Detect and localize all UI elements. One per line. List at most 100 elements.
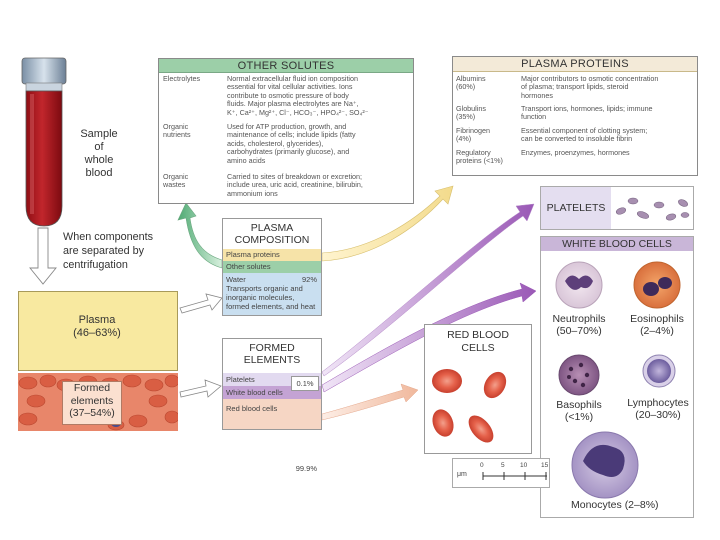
protein-desc: Major contributors to osmotic concentrat…	[521, 74, 697, 100]
arrow-to-platelets	[321, 203, 535, 377]
row-label: Plasma proteins	[226, 250, 280, 259]
centrifuge-caption-line: When components	[63, 231, 154, 243]
plasma-layer-label: Plasma (46–63%)	[57, 314, 137, 340]
plasma-proteins-box: PLASMA PROTEINS Albumins (60%) Major con…	[452, 56, 698, 176]
plasma-proteins-title: PLASMA PROTEINS	[453, 57, 697, 72]
label-line: Electrolytes	[163, 74, 201, 83]
desc-line: maintenance of cells; include lipids (fa…	[227, 130, 356, 140]
wbc-caption-neutrophils: Neutrophils(50–70%)	[547, 313, 611, 337]
arrow-to-wbc	[321, 282, 537, 393]
desc-line: hormones	[521, 90, 553, 100]
desc-line: Major contributors to osmotic concentrat…	[521, 74, 659, 83]
title-line: ELEMENTS	[243, 354, 301, 366]
red-blood-cells-box: RED BLOOD CELLS	[424, 324, 532, 454]
blood-tube-illustration	[21, 57, 67, 227]
protein-label: Regulatory proteins (<1%)	[456, 148, 520, 166]
tube-caption-line: blood	[85, 167, 113, 179]
plasma-layer: Plasma (46–63%)	[18, 291, 178, 371]
platelets-box: PLATELETS	[540, 186, 694, 230]
title-line: COMPOSITION	[234, 234, 310, 246]
protein-desc: Essential component of clotting system; …	[521, 126, 697, 144]
formed-layer-name: Formed	[73, 382, 111, 394]
desc-line: Enzymes, proenzymes, hormones	[521, 148, 630, 157]
centrifuge-caption: When components are separated by centrif…	[63, 230, 153, 272]
other-solutes-title: OTHER SOLUTES	[159, 59, 413, 73]
white-blood-cells-box: WHITE BLOOD CELLS Neutrophils(50–70%) Eo…	[540, 236, 694, 518]
rbc-illustration	[432, 369, 507, 443]
centrifuge-caption-line: centrifugation	[63, 259, 128, 271]
formed-layer-name: elements	[70, 394, 114, 407]
desc-line: function	[521, 112, 547, 122]
row-label: Water	[226, 275, 246, 284]
desc-line: acids, cholesterol, glycerides),	[227, 138, 324, 148]
scale-tick: 5	[501, 462, 505, 469]
desc-line: can be converted to insoluble fibrin	[521, 134, 633, 144]
formed-elements-box: FORMED ELEMENTS Platelets White blood ce…	[222, 338, 322, 473]
plasma-composition-box: PLASMA COMPOSITION Plasma proteins7% Oth…	[222, 218, 322, 316]
desc-line: carbohydrates (primarily glucose), and	[227, 147, 350, 157]
protein-desc: Transport ions, hormones, lipids; immune…	[521, 104, 697, 122]
rbc-title: RED BLOOD CELLS	[425, 329, 531, 355]
other-solutes-desc: Normal extracellular fluid ion compositi…	[227, 74, 411, 117]
scale-tick: 0	[480, 462, 484, 469]
label-line: Organic	[163, 172, 189, 181]
scale-tick: 10	[520, 462, 528, 469]
tube-caption-line: of	[94, 141, 104, 153]
cell-name: Neutrophils	[552, 313, 606, 325]
desc-line: include urea, uric acid, creatinine, bil…	[227, 180, 363, 190]
other-solutes-desc: Used for ATP production, growth, and mai…	[227, 122, 411, 165]
cell-name: Eosinophils	[630, 313, 684, 325]
scale-bar-box: μm 0 5 10 15	[452, 458, 550, 488]
cell-pct: (20–30%)	[635, 409, 681, 421]
desc-line: Used for ATP production, growth, and	[227, 122, 347, 131]
row-label: Platelets	[226, 375, 255, 384]
desc-line: fluids. Major plasma electrolytes are Na…	[227, 99, 359, 109]
other-solutes-desc: Carried to sites of breakdown or excreti…	[227, 172, 411, 198]
basophil-cell	[558, 354, 600, 396]
cell-name: Basophils	[556, 399, 602, 411]
arrow-to-rbc	[321, 383, 419, 421]
arrow-to-plasma-proteins	[321, 185, 454, 262]
water-desc-line: inorganic molecules,	[226, 293, 295, 302]
formed-layer-pct: (37–54%)	[69, 407, 115, 419]
desc-line: contribute to osmotic pressure of body	[227, 90, 349, 100]
label-line: proteins (<1%)	[456, 156, 503, 166]
label-line: Organic	[163, 122, 189, 131]
centrifuge-caption-line: are separated by	[63, 245, 145, 257]
row-value: 99.9%	[295, 464, 317, 473]
wbc-caption-monocytes: Monocytes (2–8%)	[571, 499, 659, 511]
plasma-layer-name: Plasma	[78, 314, 116, 326]
water-desc-line: formed elements, and heat	[226, 302, 316, 311]
desc-line: Carried to sites of breakdown or excreti…	[227, 172, 363, 181]
label-line: nutrients	[163, 130, 191, 140]
desc-line: K⁺, Ca²⁺, Mg²⁺, Cl⁻, HCO₃⁻, HPO₄²⁻, SO₄²…	[227, 107, 369, 117]
label-line: (60%)	[456, 82, 476, 92]
title-line: RED BLOOD	[447, 329, 509, 341]
plasma-composition-title: PLASMA COMPOSITION	[223, 222, 321, 246]
protein-desc: Enzymes, proenzymes, hormones	[521, 148, 697, 157]
arrow-to-other-solutes	[177, 202, 223, 269]
water-desc-line: Transports organic and	[226, 284, 303, 293]
label-line: (35%)	[456, 112, 476, 122]
cell-pct: (50–70%)	[556, 325, 602, 337]
other-solutes-label: Electrolytes	[163, 74, 215, 83]
composition-row-proteins: Plasma proteins7%	[223, 249, 321, 289]
tube-caption-line: whole	[84, 154, 114, 166]
desc-line: essential for vital cellular activities.…	[227, 82, 353, 92]
protein-label: Globulins (35%)	[456, 104, 520, 122]
scale-tick: 15	[541, 462, 549, 469]
wbc-caption-lymphocytes: Lymphocytes(20–30%)	[623, 397, 693, 421]
other-solutes-label: Organic nutrients	[163, 122, 215, 140]
desc-line: Transport ions, hormones, lipids; immune	[521, 104, 653, 113]
tube-caption: Sample of whole blood	[70, 128, 128, 180]
desc-line: Normal extracellular fluid ion compositi…	[227, 74, 359, 83]
wbc-caption-basophils: Basophils(<1%)	[547, 399, 611, 423]
desc-line: Essential component of clotting system;	[521, 126, 648, 135]
platelets-title: PLATELETS	[541, 187, 611, 229]
row-label: Other solutes	[226, 262, 271, 271]
composition-row-solutes: Other solutes1%	[223, 261, 321, 313]
other-solutes-box: OTHER SOLUTES Electrolytes Normal extrac…	[158, 58, 414, 204]
